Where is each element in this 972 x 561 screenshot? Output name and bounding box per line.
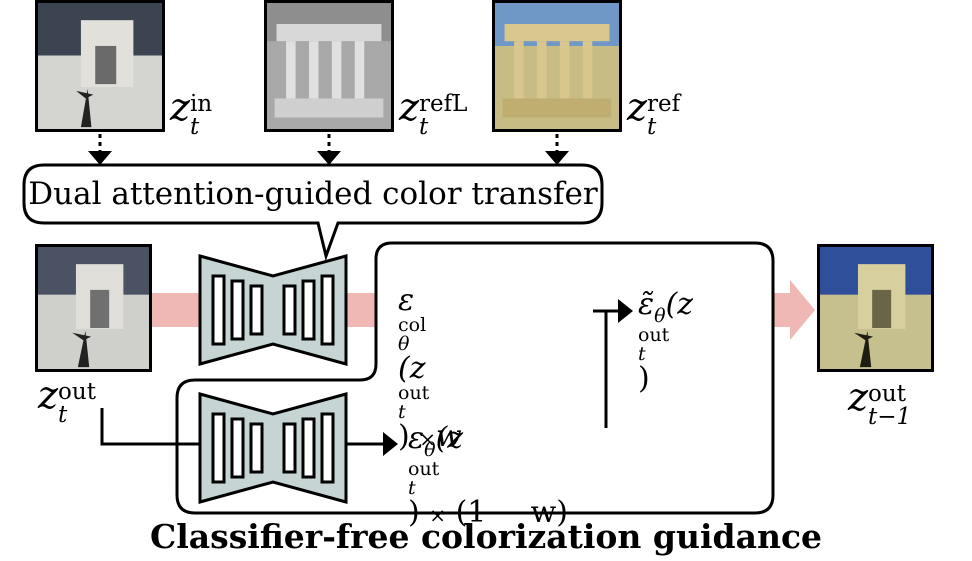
image-z-refL — [264, 0, 394, 132]
callout-label: Dual attention-guided color transfer — [28, 176, 598, 212]
unet-plain — [198, 392, 348, 504]
image-z-out-prev — [817, 244, 934, 372]
flow-arrow-output — [773, 280, 815, 340]
connector-zout-to-unet — [100, 408, 200, 446]
callout-box — [22, 163, 604, 262]
arrowhead-to-result — [618, 299, 633, 323]
image-z-out — [35, 244, 152, 372]
dashed-arrowhead-ref — [545, 151, 569, 165]
dashed-arrowhead-refL — [317, 151, 341, 165]
figure-caption: Classifier-free colorization guidance — [149, 517, 823, 556]
flow-band-left — [152, 293, 200, 327]
dashed-arrowhead-in — [88, 151, 112, 165]
image-z-in — [35, 0, 165, 132]
flow-band-right — [346, 293, 376, 327]
guidance-region-outline — [175, 241, 775, 515]
image-z-ref — [492, 0, 622, 132]
arrowhead-unet-to-plain — [383, 432, 398, 456]
unet-color-transfer — [198, 254, 348, 366]
